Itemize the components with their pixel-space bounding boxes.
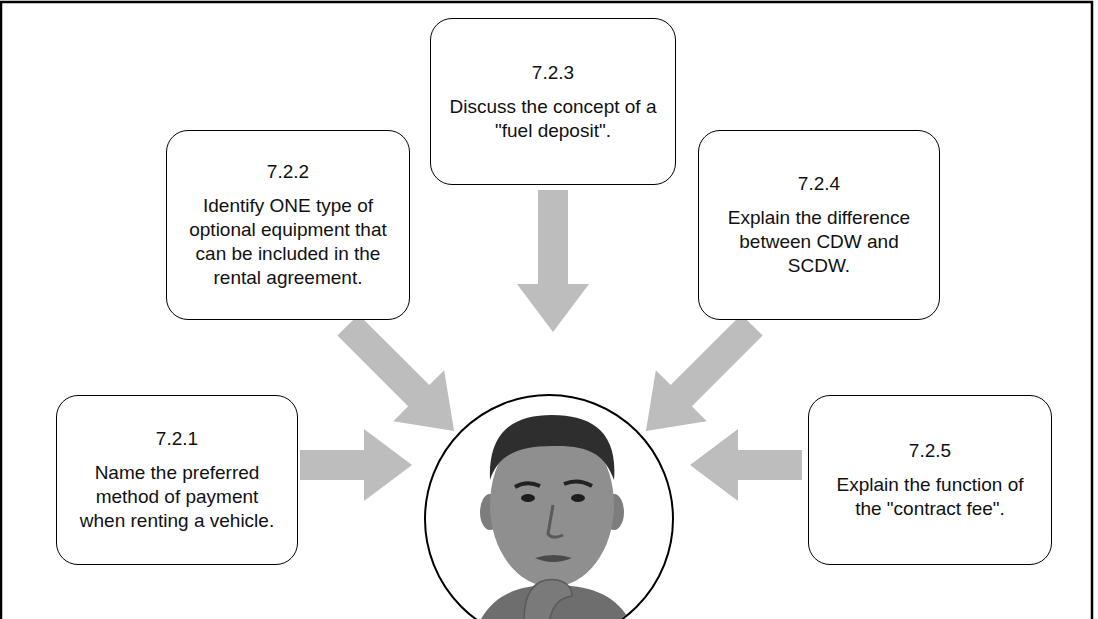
question-text: Name the preferred method of payment whe… [71, 461, 283, 533]
question-box: 7.2.5Explain the function of the "contra… [808, 395, 1052, 565]
block-arrow [620, 300, 777, 457]
block-arrow [300, 429, 412, 501]
block-arrow [690, 429, 802, 501]
eye [521, 494, 535, 502]
hair [490, 415, 615, 480]
question-text: Explain the function of the "contract fe… [823, 473, 1037, 521]
question-number: 7.2.1 [156, 427, 198, 451]
eyebrow [515, 483, 540, 487]
eyebrow [564, 481, 592, 486]
thinking-man-portrait [470, 415, 640, 619]
question-box: 7.2.2Identify ONE type of optional equip… [166, 130, 410, 320]
question-text: Explain the difference between CDW and S… [713, 206, 925, 278]
eye [571, 494, 585, 502]
portrait-circle [425, 395, 673, 619]
question-text: Identify ONE type of optional equipment … [181, 194, 395, 290]
question-number: 7.2.4 [798, 172, 840, 196]
block-arrow [517, 190, 589, 332]
question-number: 7.2.2 [267, 160, 309, 184]
question-text: Discuss the concept of a "fuel deposit". [445, 95, 661, 143]
question-number: 7.2.5 [909, 439, 951, 463]
lips [535, 555, 572, 562]
nose [548, 505, 563, 537]
question-number: 7.2.3 [532, 61, 574, 85]
block-arrow [323, 300, 480, 457]
hand [524, 580, 572, 619]
question-box: 7.2.1Name the preferred method of paymen… [56, 395, 298, 565]
question-box: 7.2.3Discuss the concept of a "fuel depo… [430, 18, 676, 185]
question-box: 7.2.4Explain the difference between CDW … [698, 130, 940, 320]
